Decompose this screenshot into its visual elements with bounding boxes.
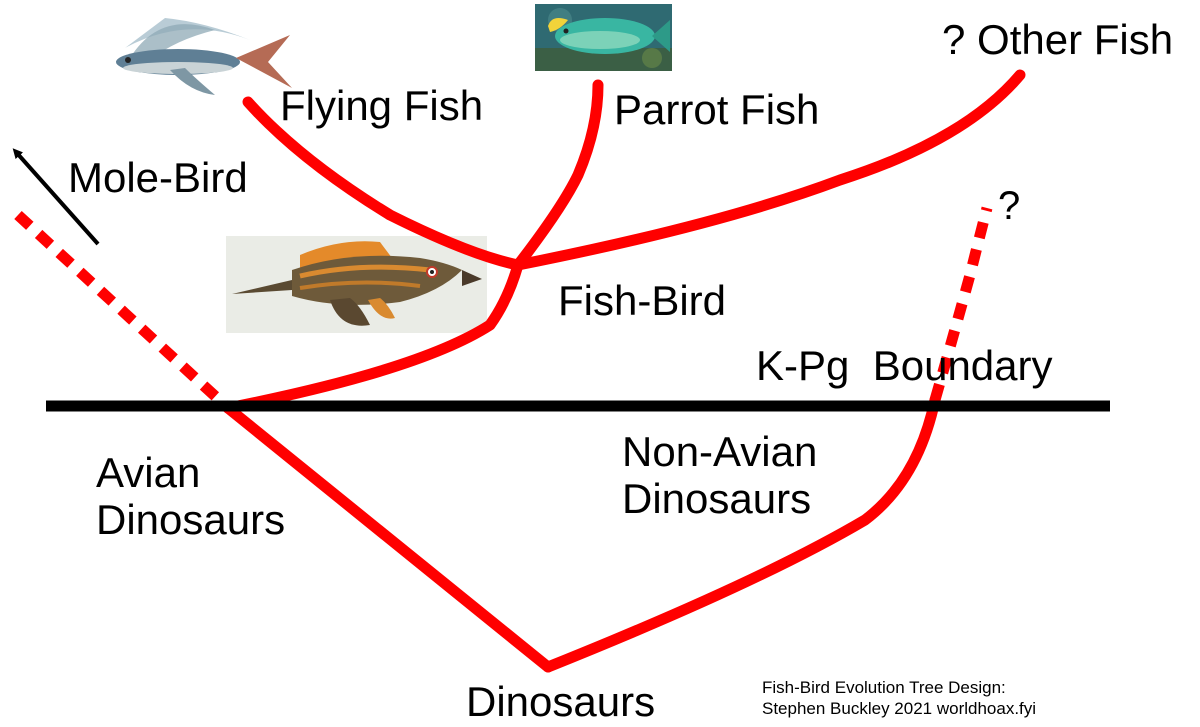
label-unknown: ?: [998, 184, 1021, 228]
label-k-pg-boundary: K-Pg Boundary: [756, 342, 1053, 389]
arrow-up-left-icon: [12, 148, 100, 246]
credit-text: Fish-Bird Evolution Tree Design: Stephen…: [762, 677, 1036, 720]
label-mole-bird: Mole-Bird: [68, 154, 248, 201]
branch-parrot-fish: [512, 79, 604, 271]
branch-fish-bird-to-k-pg: [222, 259, 524, 414]
branch-non-avian-to-dinosaurs: [542, 394, 941, 673]
credit-line1: Fish-Bird Evolution Tree Design:: [762, 678, 1006, 697]
label-non-avian-dinosaurs: Non-Avian Dinosaurs: [622, 428, 817, 522]
label-non-avian-line1: Non-Avian: [622, 428, 818, 475]
flying-fish-image: [116, 18, 292, 95]
fish-bird-image: [226, 236, 487, 333]
label-fish-bird: Fish-Bird: [558, 277, 727, 324]
label-other-fish: ? Other Fish: [942, 16, 1174, 63]
label-avian-dinosaurs: Avian Dinosaurs: [96, 449, 285, 543]
branch-flying-fish: [242, 96, 524, 271]
label-flying-fish: Flying Fish: [280, 82, 484, 129]
label-non-avian-line2: Dinosaurs: [622, 475, 812, 523]
credit-line2: Stephen Buckley 2021 worldhoax.fyi: [762, 699, 1037, 719]
label-parrot-fish: Parrot Fish: [614, 86, 820, 133]
branch-mole-bird-dashed: [14, 210, 232, 413]
label-avian-line1: Avian: [96, 449, 201, 496]
parrot-fish-image: [535, 4, 672, 71]
branch-unknown-dashed: [929, 206, 993, 402]
branch-other-fish: [512, 69, 1026, 271]
branch-avian-to-dinosaurs: [222, 402, 554, 673]
label-avian-line2: Dinosaurs: [96, 496, 286, 544]
label-dinosaurs: Dinosaurs: [466, 678, 656, 725]
